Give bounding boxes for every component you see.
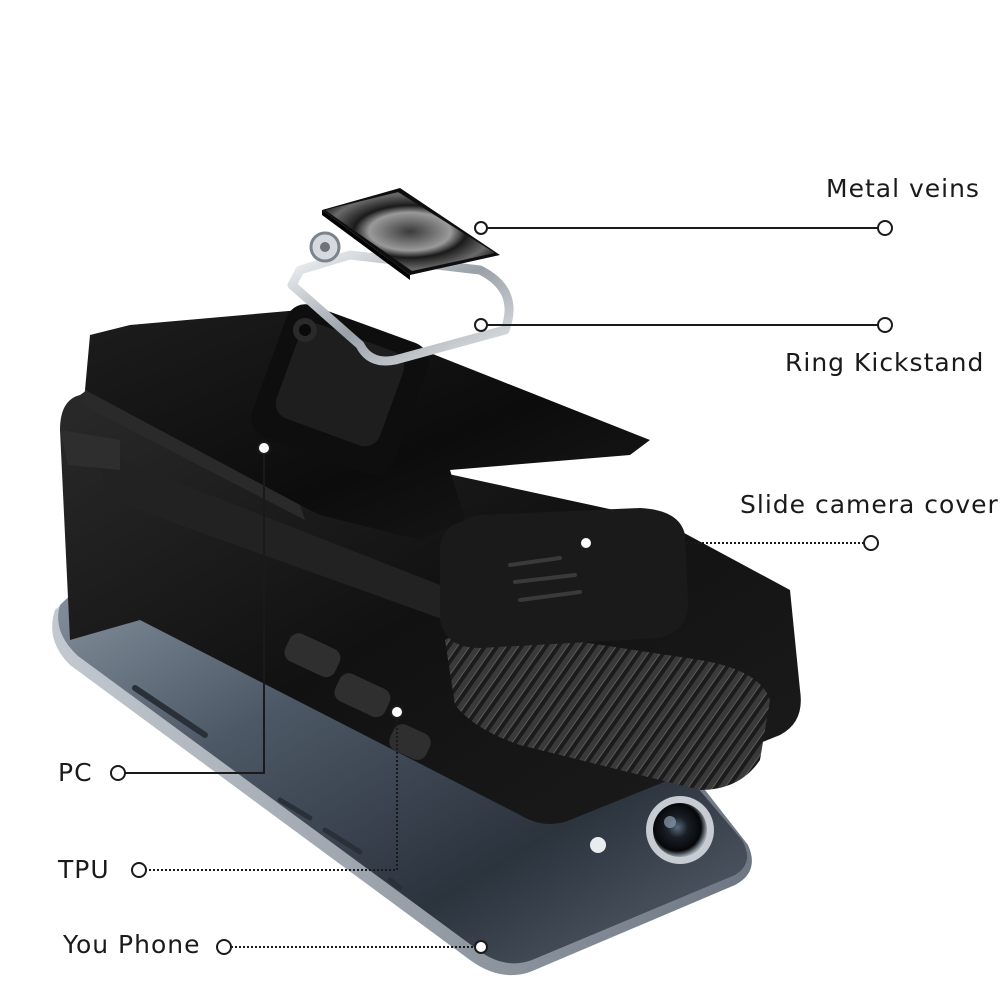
leader-pc [124,448,265,774]
phone-side-button [132,685,208,738]
leader-dot-metal-veins-end [877,220,893,236]
leader-dot-tpu-start [390,705,404,719]
metal-veins-plate [322,188,500,280]
phone-side-button [322,827,363,855]
carbon-fiber-panel [445,625,770,790]
label-ring-kickstand: Ring Kickstand [785,348,985,377]
slide-camera-cover [440,508,689,648]
leader-dot-tpu-end [131,862,147,878]
leader-tpu [145,712,398,871]
label-tpu: TPU [58,855,110,884]
phone-side-button [277,797,313,821]
leader-dot-ring-start [474,318,488,332]
callout-lines [110,220,893,955]
phone-side-button [387,877,403,891]
leader-dot-phone-end [216,939,232,955]
label-pc: PC [58,758,93,787]
label-you-phone: You Phone [63,930,201,959]
label-slide-camera-cover: Slide camera cover [740,490,999,519]
label-metal-veins: Metal veins [826,174,980,203]
leader-dot-ring-end [877,317,893,333]
ring-kickstand [287,231,514,366]
leader-dot-slide-end [863,535,879,551]
leader-dot-slide-start [579,536,593,550]
leader-dot-pc-end [110,765,126,781]
leader-dot-pc-start [257,441,271,455]
phone-case [60,388,801,824]
tpu-button-covers [284,633,431,760]
phone-camera-lens [590,796,714,864]
leader-dot-phone-start [474,940,488,954]
leader-dot-metal-veins-start [474,221,488,235]
